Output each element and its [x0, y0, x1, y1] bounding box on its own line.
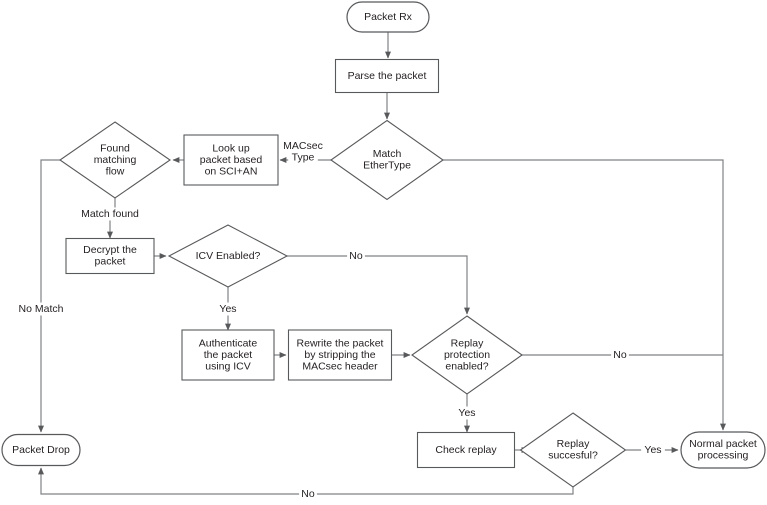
- packet-rx-label: Packet Rx: [364, 11, 413, 23]
- check-replay-label: Check replay: [435, 444, 497, 456]
- lbl-replayprot-no: No: [611, 348, 629, 362]
- lbl-icv-yes-text: Yes: [219, 303, 236, 315]
- check-replay-box: [416, 431, 516, 469]
- packet-drop-pill: [1, 433, 81, 467]
- lbl-match-found-backing: [74, 207, 146, 221]
- lbl-no-match: No Match: [14, 302, 68, 316]
- lbl-replayprot-yes: Yes: [455, 406, 479, 420]
- authenticate-using-icv-label: using ICV: [205, 360, 251, 372]
- edge-match-ethertype-to-normal-packet-processing: [443, 159, 726, 431]
- lbl-icv-no: No: [347, 249, 365, 263]
- replay-successful-label: succesful?: [548, 450, 598, 462]
- packet-drop-label: Packet Drop: [12, 444, 70, 456]
- lbl-replaysucc-no: No: [299, 487, 317, 501]
- decrypt-the-packet-box: [65, 237, 155, 275]
- lbl-replayprot-yes-text: Yes: [458, 407, 475, 419]
- normal-packet-processing-pill: [680, 431, 766, 469]
- node-check-replay[interactable]: Check replay: [416, 431, 516, 469]
- lbl-replayprot-no-backing: [611, 348, 629, 362]
- match-ethertype-label: EtherType: [363, 160, 411, 172]
- lbl-replaysucc-no-backing: [299, 487, 317, 501]
- parse-the-packet-box: [334, 58, 440, 94]
- lbl-macsec-type-backing: [282, 139, 324, 153]
- replay-protection-enabled-label: enabled?: [445, 360, 488, 372]
- lbl-no-match-backing: [14, 302, 68, 316]
- found-matching-flow-label: Found: [100, 142, 130, 154]
- lbl-match-found: Match found: [74, 207, 146, 221]
- rewrite-the-packet-label: MACsec header: [302, 360, 378, 372]
- lbl-replaysucc-yes-backing: [641, 443, 665, 457]
- found-matching-flow-diamond: [59, 121, 171, 199]
- found-matching-flow-label: flow: [106, 165, 125, 177]
- decrypt-the-packet-label: packet: [95, 256, 126, 268]
- lbl-no-match-text: No Match: [19, 303, 64, 315]
- replay-protection-enabled-label: protection: [444, 349, 490, 361]
- edge-icv-enabled-to-replay-protection-enabled: [287, 255, 470, 315]
- decrypt-the-packet-label: Decrypt the: [83, 244, 137, 256]
- lbl-macsec-type-backing: [288, 151, 318, 165]
- node-parse-the-packet[interactable]: Parse the packet: [334, 58, 440, 94]
- normal-packet-processing-label: Normal packet: [689, 438, 757, 450]
- lbl-macsec-type-text: MACsec: [283, 140, 323, 152]
- match-ethertype-label: Match: [373, 148, 402, 160]
- icv-enabled-diamond: [167, 224, 289, 288]
- look-up-packet-box: [183, 134, 279, 186]
- rewrite-the-packet-box: [287, 329, 393, 381]
- lbl-replaysucc-no-text: No: [301, 488, 315, 500]
- icv-enabled-label: ICV Enabled?: [196, 250, 261, 262]
- lbl-replayprot-yes-backing: [455, 406, 479, 420]
- look-up-packet-label: on SCI+AN: [205, 165, 258, 177]
- rewrite-the-packet-label: Rewrite the packet: [297, 337, 384, 349]
- node-packet-rx[interactable]: Packet Rx: [346, 1, 430, 33]
- lbl-replaysucc-yes: Yes: [641, 443, 665, 457]
- look-up-packet-label: Look up: [212, 142, 250, 154]
- packet-rx-pill: [346, 1, 430, 33]
- found-matching-flow-label: matching: [94, 154, 137, 166]
- lbl-icv-yes-backing: [216, 302, 240, 316]
- lbl-macsec-type-text: Type: [292, 152, 315, 164]
- parse-the-packet-label: Parse the packet: [348, 70, 427, 82]
- lbl-match-found-text: Match found: [81, 208, 139, 220]
- node-packet-drop[interactable]: Packet Drop: [1, 433, 81, 467]
- node-icv-enabled[interactable]: ICV Enabled?: [167, 224, 289, 288]
- rewrite-the-packet-label: by stripping the: [304, 349, 375, 361]
- normal-packet-processing-label: processing: [698, 450, 749, 462]
- lbl-icv-yes: Yes: [216, 302, 240, 316]
- replay-protection-enabled-label: Replay: [451, 337, 484, 349]
- match-ethertype-diamond: [330, 119, 444, 201]
- edge-found-matching-flow-to-packet-drop: [38, 159, 60, 433]
- authenticate-using-icv-label: the packet: [204, 349, 253, 361]
- replay-successful-label: Replay: [557, 438, 590, 450]
- lbl-replayprot-no-text: No: [613, 349, 627, 361]
- authenticate-using-icv-box: [181, 329, 275, 381]
- lbl-icv-no-backing: [347, 249, 365, 263]
- authenticate-using-icv-label: Authenticate: [199, 337, 258, 349]
- replay-protection-enabled-diamond: [411, 315, 523, 395]
- replay-successful-diamond: [519, 412, 627, 488]
- lbl-icv-no-text: No: [349, 250, 363, 262]
- lbl-replaysucc-yes-text: Yes: [644, 444, 661, 456]
- look-up-packet-label: packet based: [200, 154, 263, 166]
